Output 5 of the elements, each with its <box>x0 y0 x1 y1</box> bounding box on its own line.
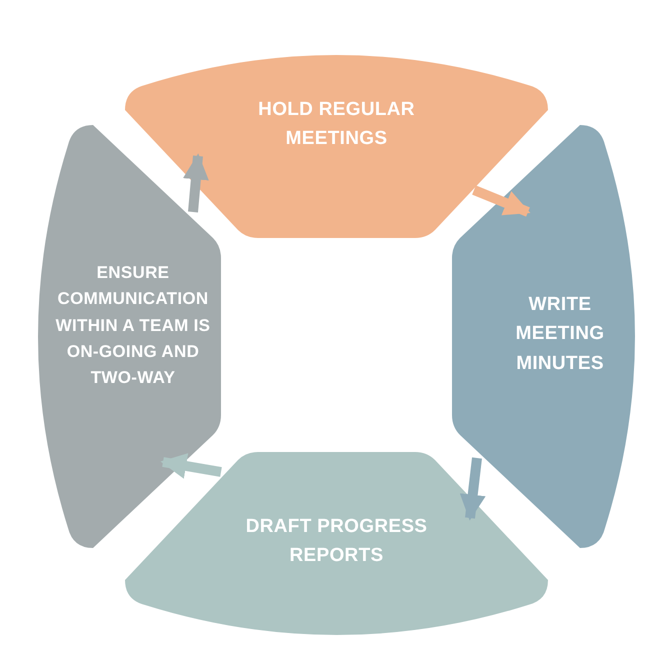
segment-label: DRAFT PROGRESS REPORTS <box>244 515 428 568</box>
segment-label: HOLD REGULAR MEETINGS <box>257 98 416 152</box>
segment-label: WRITE MEETING MINUTES <box>514 293 606 376</box>
segment-label: ENSURE COMMUNICATION WITHIN A TEAM IS ON-GOING AND TWO-WAY <box>54 262 212 390</box>
arrow <box>182 153 209 212</box>
